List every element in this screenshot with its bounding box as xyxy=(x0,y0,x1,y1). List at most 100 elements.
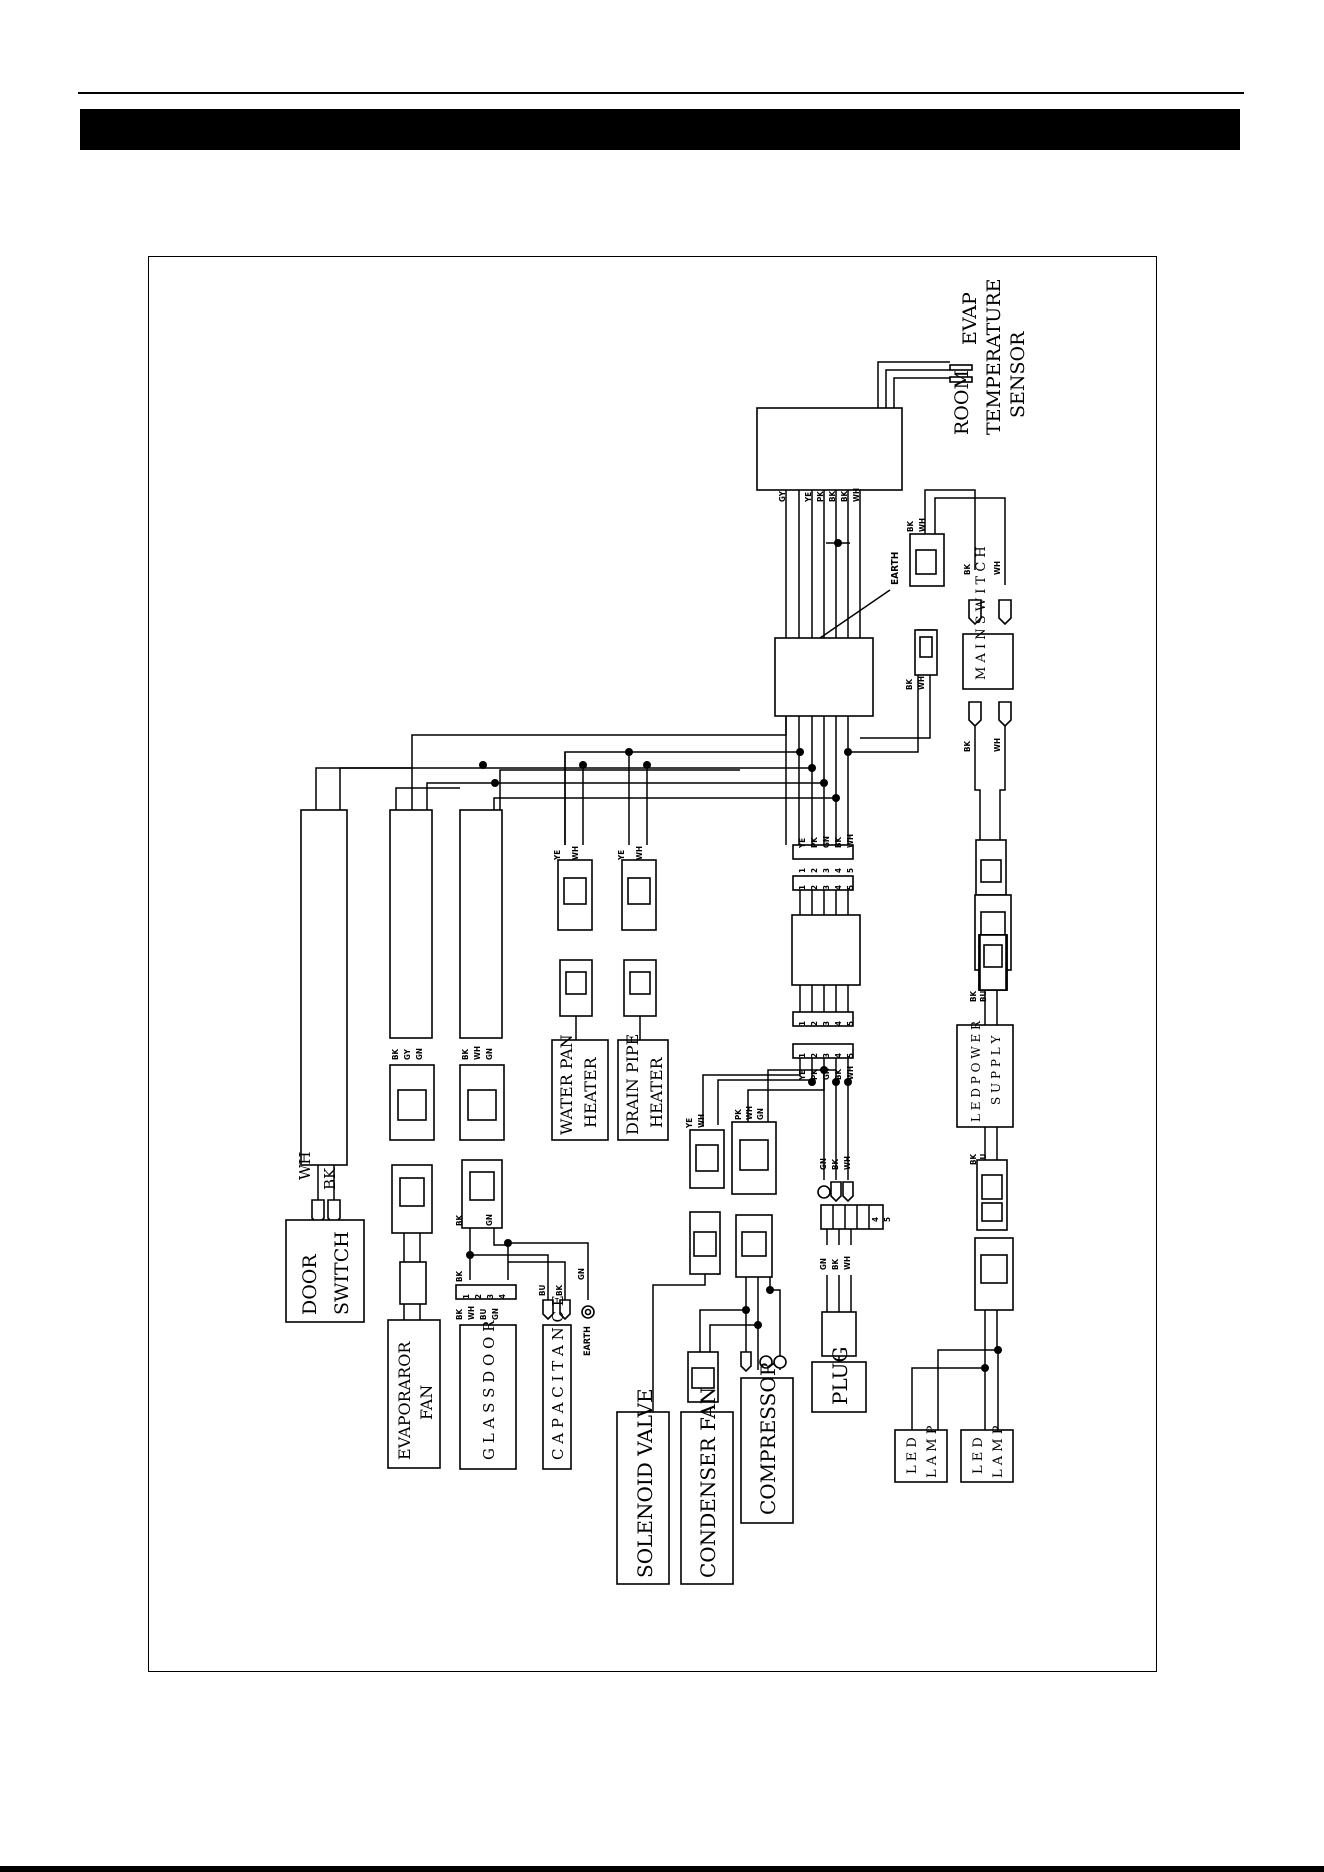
junction-dot xyxy=(796,748,804,756)
glass-door-wires xyxy=(469,1228,509,1280)
plug-label: PLUG xyxy=(828,1347,852,1405)
wire-code: WH xyxy=(918,518,927,532)
condenser-fan-label: CONDENSER FAN xyxy=(696,1387,720,1578)
evaporator-fan-label-2: FAN xyxy=(417,1385,436,1420)
terminal-number: 1 xyxy=(798,868,807,873)
capacitance-label: C A P A C I T A N C E xyxy=(549,1295,567,1460)
wire-code: GN xyxy=(819,1158,828,1170)
compressor-label: COMPRESSOR xyxy=(756,1360,780,1515)
terminal-number: 3 xyxy=(822,1053,831,1058)
wire-code: YE xyxy=(617,850,626,861)
junction-dot xyxy=(808,764,816,772)
plug-wires xyxy=(826,1229,852,1245)
wire-code: WH xyxy=(917,676,926,690)
wire-code: GY xyxy=(778,490,787,502)
terminal-number: 1 xyxy=(798,1021,807,1026)
terminal-number: 4 xyxy=(834,1053,843,1058)
glass-door-terminal-strip xyxy=(455,1284,517,1300)
terminal-number: 3 xyxy=(486,1294,495,1299)
earth-wire xyxy=(819,589,891,639)
evap-sensor-probe xyxy=(949,364,973,371)
led-supply-wires-out xyxy=(984,1127,998,1160)
evaporator-fan-cable xyxy=(389,809,433,1039)
connector-pin xyxy=(915,549,937,575)
water-pan-heater-box xyxy=(551,1039,609,1141)
terminal-number: 1 xyxy=(798,885,807,890)
wire-code: WH xyxy=(846,834,855,848)
connector-pin xyxy=(919,636,933,658)
wire-code: GN xyxy=(822,836,831,848)
wire-code: YE xyxy=(553,850,562,861)
connector-pin xyxy=(980,1254,1008,1284)
drain-pipe-label-2: HEATER xyxy=(647,1056,666,1128)
wire-code: PK xyxy=(734,1109,743,1120)
terminal-number: 4 xyxy=(498,1294,507,1299)
connector-pin xyxy=(739,1139,769,1171)
connector-pin xyxy=(981,1202,1003,1222)
terminal-number: 4 xyxy=(834,1021,843,1026)
led-lamp-2-label-1: L E D xyxy=(971,1437,986,1474)
terminal xyxy=(542,1299,554,1321)
wire-code: BK xyxy=(455,1309,464,1320)
earth-ring-inner xyxy=(584,1308,592,1316)
water-pan-label-2: HEATER xyxy=(581,1056,600,1128)
wire-code: BU xyxy=(538,1285,547,1296)
wire-code: WH xyxy=(852,488,861,502)
wire-code: BK xyxy=(834,1069,843,1080)
evap-top-wire xyxy=(395,787,460,810)
terminal-number: 3 xyxy=(822,885,831,890)
led-power-supply-box xyxy=(956,1024,1014,1128)
main-control-box xyxy=(756,407,903,491)
drain-pipe-wires xyxy=(628,752,648,845)
wire-code: WH xyxy=(843,1156,852,1170)
wire-code: WH xyxy=(467,1306,476,1320)
terminal-ring xyxy=(773,1355,787,1369)
connector-pin xyxy=(399,1177,425,1207)
junction-box xyxy=(774,637,874,717)
wire-code: GN xyxy=(822,1068,831,1080)
water-pan-label-1: WATER PAN xyxy=(557,1034,576,1135)
evaporator-fan-box xyxy=(387,1319,441,1469)
drain-pipe-label-1: DRAIN PIPE xyxy=(623,1034,642,1135)
terminal-number: 3 xyxy=(822,1021,831,1026)
connector-pin xyxy=(565,971,587,995)
led-lamp-1-box xyxy=(894,1429,948,1483)
terminal-ring xyxy=(759,1355,773,1369)
glass-door-label: G L A S S D O O R xyxy=(480,1320,498,1460)
solenoid-wires xyxy=(652,1274,719,1412)
compressor-box xyxy=(740,1377,794,1524)
terminal xyxy=(559,1299,571,1321)
wire-code: BK xyxy=(840,491,849,502)
sensor-label-evap: EVAP xyxy=(959,292,981,345)
plug-inline xyxy=(821,1311,857,1357)
led-lamp-branch-wires xyxy=(911,1349,998,1430)
main-switch-label: M A I N S W I T C H xyxy=(974,546,989,680)
wire-code: BK xyxy=(834,837,843,848)
sensor-label-temperature: TEMPERATURE xyxy=(983,279,1005,436)
door-switch-wires xyxy=(317,1165,335,1200)
connector-pin xyxy=(627,877,651,905)
glass-top-wire xyxy=(499,769,740,810)
main-switch-lower-wires xyxy=(974,726,1006,840)
led-power-supply-label-1: L E D P O W E R xyxy=(969,1020,983,1122)
plug-box xyxy=(811,1361,867,1413)
led-lamp-1-label-2: L A M P xyxy=(925,1425,940,1478)
wire-code: WH xyxy=(846,1066,855,1080)
water-pan-wires xyxy=(564,752,584,845)
main-switch-box xyxy=(962,633,1014,690)
junction-dot xyxy=(832,794,840,802)
led-power-supply-label-2: S U P P L Y xyxy=(989,1034,1003,1105)
wire-code: YE xyxy=(804,492,813,503)
wire-code: BK xyxy=(321,1167,339,1190)
wire-code: YE xyxy=(685,1118,694,1129)
evaporator-fan-label-1: EVAPORAROR xyxy=(395,1341,414,1460)
bus-gy xyxy=(411,716,787,810)
diagram-frame xyxy=(148,256,1157,1672)
wire-code: GN xyxy=(577,1268,586,1280)
terminal-number: 5 xyxy=(846,1021,855,1026)
wire-code: PK xyxy=(816,491,825,502)
glass-door-cable xyxy=(459,809,503,1039)
wire-code: BK xyxy=(455,1215,464,1226)
condenser-fan-box xyxy=(680,1411,734,1585)
